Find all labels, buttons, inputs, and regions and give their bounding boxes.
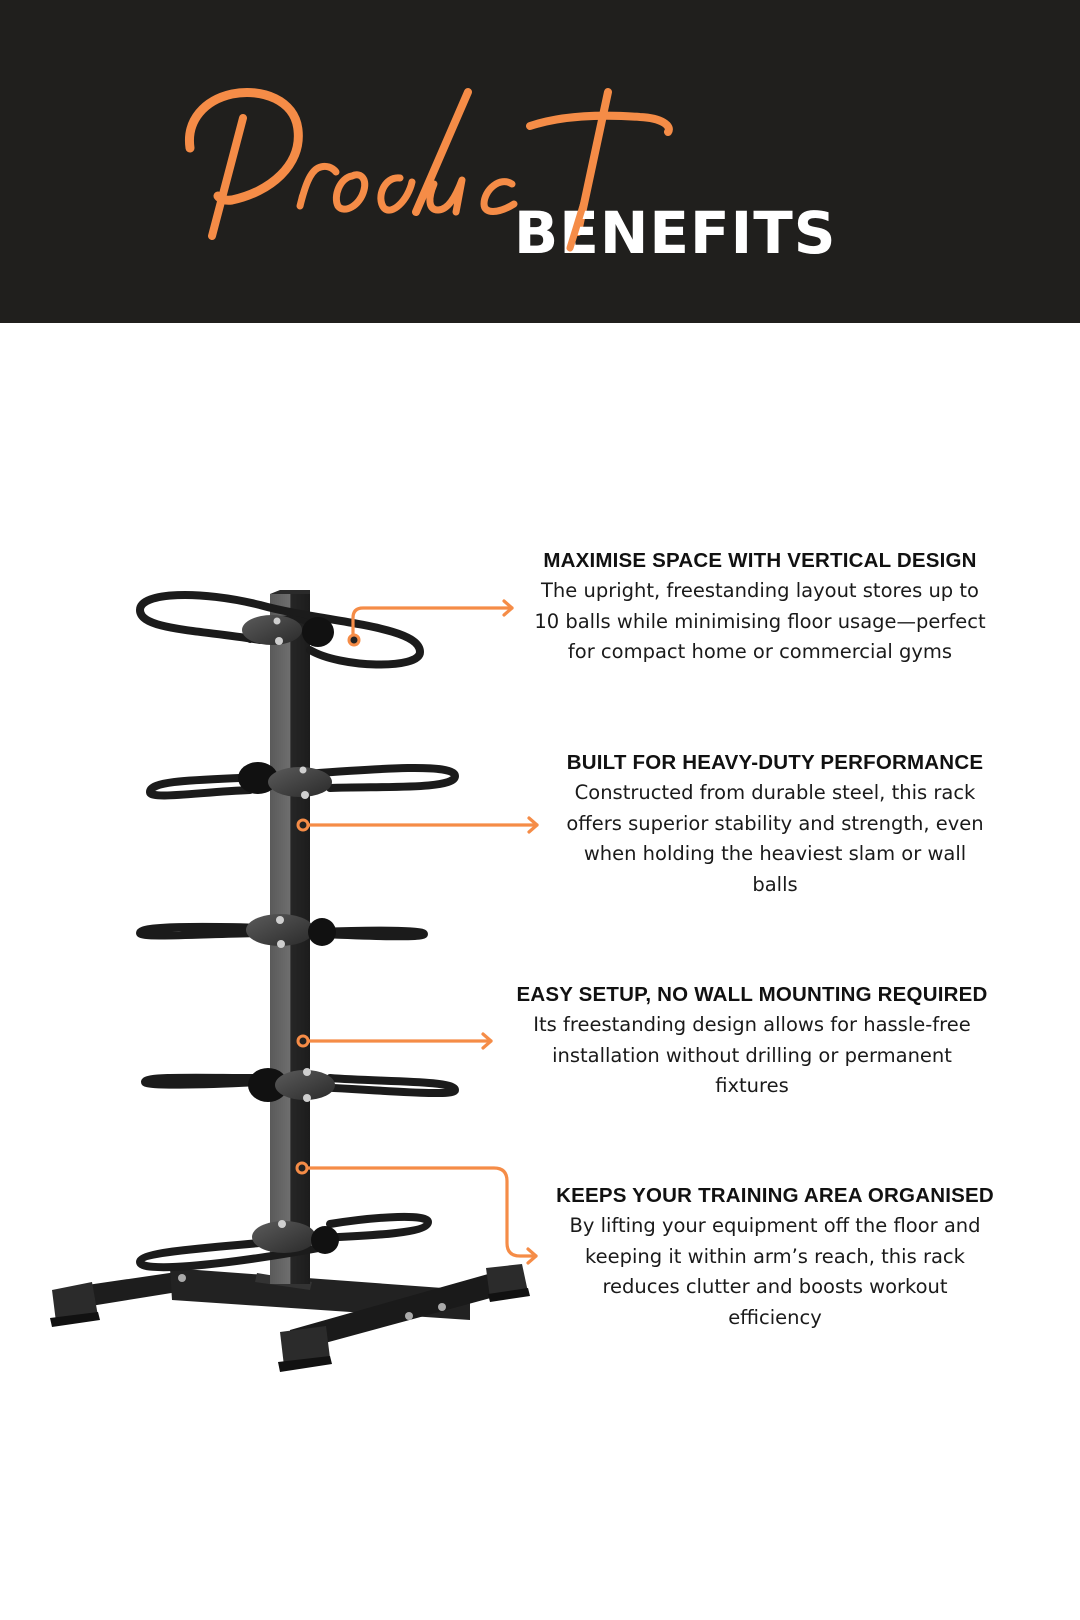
benefit-item-easy-setup: EASY SETUP, NO WALL MOUNTING REQUIRED It… [488, 980, 1016, 1102]
benefit-text-line: offers superior stability and strength, … [566, 811, 984, 835]
benefit-text-line: keeping it within arm’s reach, this rack [585, 1244, 965, 1268]
rack-tier-2 [145, 762, 460, 800]
product-image-ball-rack [50, 590, 530, 1372]
header-title: BENEFITS [514, 199, 837, 267]
benefit-text-line: for compact home or commercial gyms [567, 640, 953, 663]
benefit-title: KEEPS YOUR TRAINING AREA ORGANISED [556, 1184, 994, 1207]
benefit-item-heavy-duty: BUILT FOR HEAVY-DUTY PERFORMANCE Constru… [520, 748, 1030, 900]
benefit-text-line: The upright, freestanding layout stores … [541, 579, 979, 602]
benefit-text-line: installation without drilling or permane… [552, 1043, 952, 1067]
benefit-text-line: fixtures [715, 1074, 789, 1097]
benefit-text-line: reduces clutter and boosts workout [602, 1275, 948, 1298]
rack-tier-4 [140, 1068, 460, 1102]
benefit-text-line: when holding the heaviest slam or wall [583, 842, 967, 865]
benefit-text-line: balls [752, 872, 798, 896]
rack-tier-3 [135, 914, 429, 948]
benefit-text-line: By lifting your equipment off the floor … [569, 1214, 981, 1237]
benefit-item-organised: KEEPS YOUR TRAINING AREA ORGANISED By li… [520, 1181, 1030, 1333]
benefit-text-line: Its freestanding design allows for hassl… [533, 1013, 971, 1036]
benefit-title: BUILT FOR HEAVY-DUTY PERFORMANCE [566, 751, 984, 774]
benefit-title: EASY SETUP, NO WALL MOUNTING REQUIRED [516, 983, 988, 1006]
benefit-text-line: 10 balls while minimising floor usage—pe… [534, 609, 986, 633]
rack-base [50, 1264, 530, 1372]
benefit-text-line: Constructed from durable steel, this rac… [574, 781, 976, 804]
script-title-product: Product [184, 88, 673, 240]
benefit-title: MAXIMISE SPACE WITH VERTICAL DESIGN [543, 549, 977, 572]
benefit-item-vertical-design: MAXIMISE SPACE WITH VERTICAL DESIGN The … [500, 546, 1020, 668]
header-banner: Product BENEFITS [0, 0, 1080, 323]
benefit-text-line: efficiency [728, 1305, 822, 1329]
rack-tier-1 [135, 591, 425, 669]
